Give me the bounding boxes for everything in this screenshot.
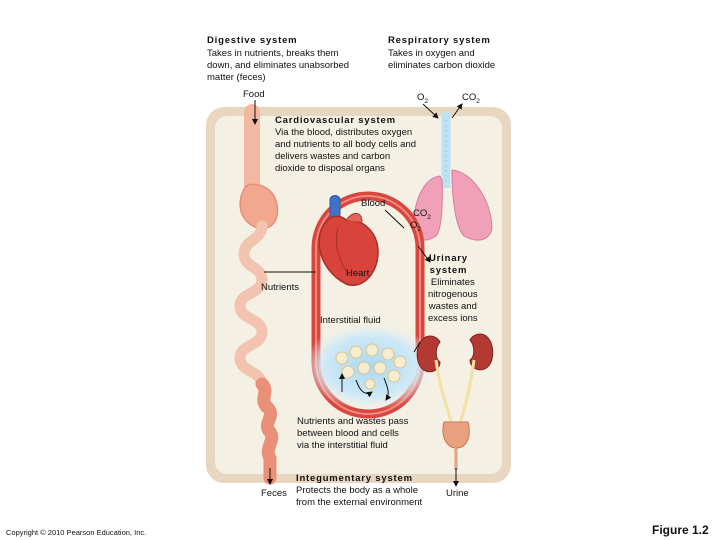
left-kidney	[416, 335, 441, 373]
respiratory-system-title: Respiratory system	[388, 35, 491, 46]
right-lung	[451, 169, 493, 241]
figure-label: Figure 1.2	[652, 523, 709, 537]
nutrients-label: Nutrients	[261, 282, 300, 293]
o2-label-lungs: O2	[410, 220, 422, 233]
urine-label: Urine	[446, 488, 469, 499]
food-label: Food	[243, 89, 265, 100]
o2-label: O2	[417, 92, 429, 105]
o2-arrow	[422, 103, 439, 119]
urinary-system-desc: Eliminates nitrogenous wastes and excess…	[428, 277, 478, 324]
digestive-system-desc: Takes in nutrients, breaks them down, an…	[207, 48, 350, 83]
large-intestine	[255, 377, 279, 485]
blood-pointer	[384, 209, 405, 229]
cardiovascular-system-title: Cardiovascular system	[275, 115, 396, 126]
heart-organ	[318, 215, 379, 286]
copyright-notice: Copyright © 2010 Pearson Education, Inc.	[6, 528, 147, 537]
heart-label: Heart	[346, 268, 370, 279]
digestive-system-title: Digestive system	[207, 35, 298, 46]
interstitial-fluid-label: Interstitial fluid	[320, 315, 381, 326]
right-kidney	[469, 333, 494, 371]
exchange-arrows	[339, 373, 392, 401]
integumentary-system-desc: Protects the body as a whole from the ex…	[296, 485, 423, 508]
cardiovascular-system-desc: Via the blood, distributes oxygen and nu…	[275, 127, 417, 174]
co2-label-lungs: CO2	[413, 208, 431, 221]
stomach	[239, 183, 279, 230]
urinary-system-title: Urinary system	[429, 253, 468, 276]
lungs-exchange-arrow	[417, 245, 431, 263]
co2-arrow	[451, 103, 463, 119]
ureters	[434, 359, 476, 425]
respiratory-system-desc: Takes in oxygen and eliminates carbon di…	[388, 48, 496, 71]
body-cells	[335, 343, 407, 390]
blood-label: Blood	[361, 198, 386, 209]
small-intestine	[234, 220, 268, 390]
exchange-note: Nutrients and wastes pass between blood …	[297, 416, 409, 451]
feces-label: Feces	[261, 488, 287, 499]
kidney-pointer	[413, 341, 421, 353]
integumentary-system-title: Integumentary system	[296, 473, 413, 484]
co2-label-top: CO2	[462, 92, 480, 105]
